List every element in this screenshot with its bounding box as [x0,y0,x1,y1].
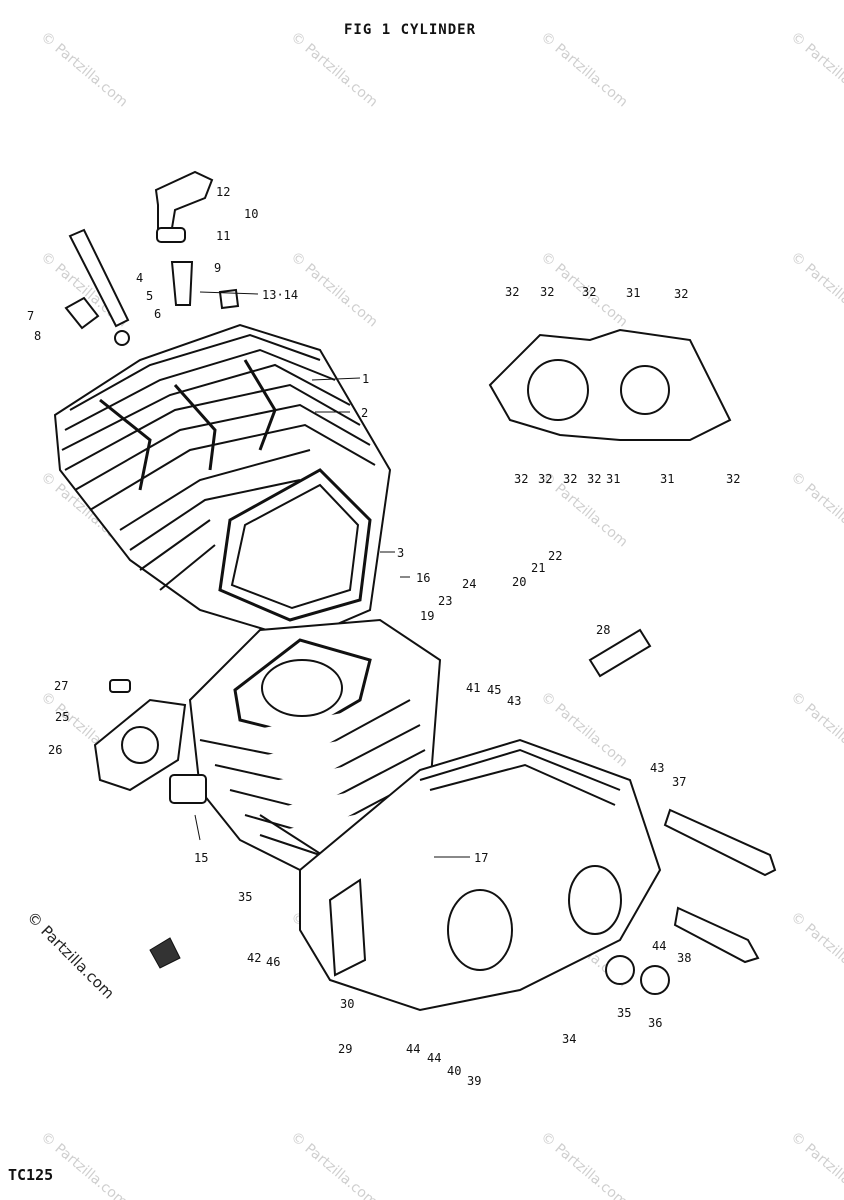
callout-43b: 43 [650,761,664,775]
callout-22: 22 [548,549,562,563]
callout-23: 23 [438,594,452,608]
callout-37: 37 [672,775,686,789]
svg-text:© Partzilla.com: © Partzilla.com [787,909,844,991]
callout-32f: 32 [538,472,552,486]
crankcase [299,738,662,1012]
pin-28 [588,628,652,678]
svg-text:© Partzilla.com: © Partzilla.com [287,1129,380,1200]
callout-44b: 44 [427,1051,441,1065]
svg-text:© Partzilla.com: © Partzilla.com [787,469,844,551]
crankcase-stud-inset [488,328,732,441]
callout-32a: 32 [505,285,519,299]
svg-text:© Partzilla.com: © Partzilla.com [287,29,380,111]
seal-and-cap [605,955,670,995]
callout-39: 39 [467,1074,481,1088]
callout-21: 21 [531,561,545,575]
callout-24: 24 [462,577,476,591]
callout-31b: 31 [606,472,620,486]
callout-25: 25 [55,710,69,724]
svg-text:© Partzilla.com: © Partzilla.com [537,1129,630,1200]
callout-32g: 32 [563,472,577,486]
spark-plug-assembly [154,170,240,310]
small-part-39-40 [149,937,181,969]
svg-text:© Partzilla.com: © Partzilla.com [787,689,844,771]
callout-5: 5 [146,289,153,303]
callout-42: 42 [247,951,261,965]
callout-44a: 44 [406,1042,420,1056]
callout-16: 16 [416,571,430,585]
callout-40: 40 [447,1064,461,1078]
callout-41: 41 [466,681,480,695]
callout-32e: 32 [514,472,528,486]
callout-31a: 31 [626,286,640,300]
callout-35a: 35 [238,890,252,904]
intake-plate [93,679,207,804]
callout-32h: 32 [587,472,601,486]
svg-text:© Partzilla.com: © Partzilla.com [287,249,380,331]
callout-3: 3 [397,546,404,560]
callout-13-14: 13·14 [262,288,298,302]
callout-46: 46 [266,955,280,969]
diagram-title: FIG 1 CYLINDER [344,22,477,38]
svg-text:© Partzilla.com: © Partzilla.com [37,29,130,111]
callout-9: 9 [214,261,221,275]
callout-17: 17 [474,851,488,865]
svg-text:© Partzilla.com: © Partzilla.com [787,249,844,331]
svg-text:© Partzilla.com: © Partzilla.com [537,29,630,111]
svg-text:© Partzilla.com: © Partzilla.com [787,29,844,111]
model-label: TC125 [8,1166,54,1184]
callout-36: 36 [648,1016,662,1030]
callout-30: 30 [340,997,354,1011]
cylinder-head [53,323,392,642]
head-bolt-parts [64,228,130,346]
callout-29: 29 [338,1042,352,1056]
callout-1: 1 [362,372,369,386]
callout-20: 20 [512,575,526,589]
callout-38: 38 [677,951,691,965]
callout-15: 15 [194,851,208,865]
callout-35b: 35 [617,1006,631,1020]
svg-text:© Partzilla.com: © Partzilla.com [37,1129,130,1200]
callout-32c: 32 [582,285,596,299]
callout-32i: 32 [726,472,740,486]
callout-10: 10 [244,207,258,221]
callout-labels [194,291,470,858]
svg-text:© Partzilla.com: © Partzilla.com [787,1129,844,1200]
callout-26: 26 [48,743,62,757]
callout-11: 11 [216,229,230,243]
callout-31c: 31 [660,472,674,486]
callout-19: 19 [420,609,434,623]
callout-8: 8 [34,329,41,343]
callout-text: 1 2 3 4 5 6 7 8 9 10 11 12 13·14 15 16 1… [27,185,740,1088]
long-bolts [663,808,777,964]
callout-28: 28 [596,623,610,637]
callout-27: 27 [54,679,68,693]
callout-6: 6 [154,307,161,321]
callout-44c: 44 [652,939,666,953]
callout-32b: 32 [540,285,554,299]
callout-4: 4 [136,271,143,285]
callout-7: 7 [27,309,34,323]
callout-2: 2 [361,406,368,420]
callout-32d: 32 [674,287,688,301]
callout-43a: 43 [507,694,521,708]
callout-45: 45 [487,683,501,697]
callout-34: 34 [562,1032,576,1046]
callout-12: 12 [216,185,230,199]
